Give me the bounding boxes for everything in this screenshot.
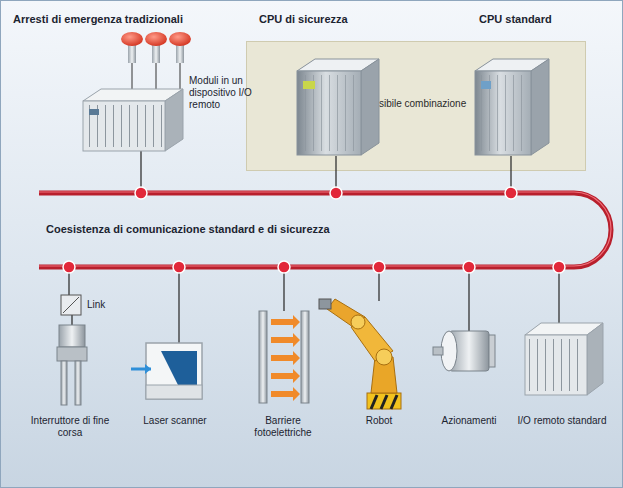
bus-label: Coesistenza di comunicazione standard e … [46,223,330,236]
device-label: Interruttore di fine corsa [24,415,116,439]
group-heading: Arresti di emergenza tradizionali [13,13,183,26]
device-label: I/O remoto standard [517,415,607,427]
device-label: Barriere fotoelettriche [237,415,329,439]
group-heading: CPU di sicurezza [259,13,348,26]
device-label: Laser scanner [129,415,221,427]
group-heading: CPU standard [479,13,552,26]
device-label: Link [87,299,105,311]
device-label: Moduli in un dispositivo I/O remoto [189,75,277,111]
device-label: Robot [339,415,419,427]
device-label: Azionamenti [429,415,509,427]
